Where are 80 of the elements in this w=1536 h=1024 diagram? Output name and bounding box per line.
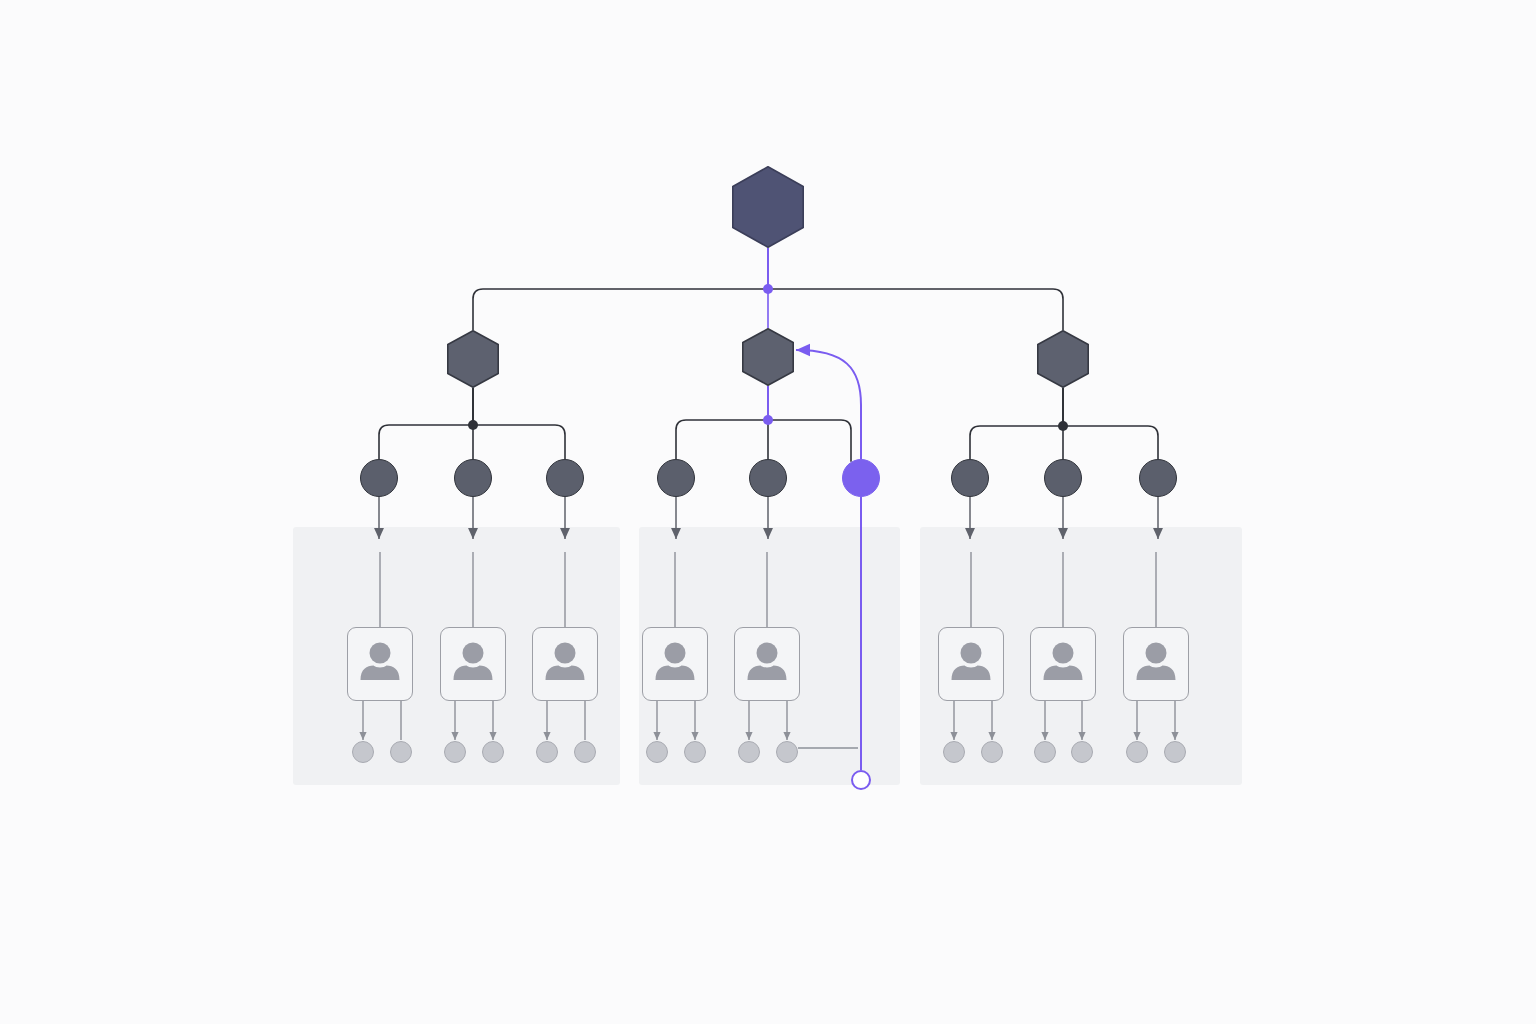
circle-node bbox=[951, 459, 989, 497]
person-card bbox=[347, 627, 413, 701]
arrow bbox=[1041, 700, 1049, 741]
person-card bbox=[642, 627, 708, 701]
arrow bbox=[763, 496, 773, 540]
arrow bbox=[451, 700, 459, 741]
arrow bbox=[560, 496, 570, 540]
small-circle-node bbox=[776, 741, 798, 763]
hexagon-node bbox=[732, 166, 804, 248]
small-circle-node bbox=[574, 741, 596, 763]
arrow bbox=[1078, 700, 1086, 741]
person-card bbox=[1123, 627, 1189, 701]
circle-node bbox=[546, 459, 584, 497]
connector-line bbox=[472, 551, 474, 628]
small-circle-node bbox=[1034, 741, 1056, 763]
hexagon-node bbox=[447, 330, 499, 388]
arrow bbox=[783, 700, 791, 741]
arrow bbox=[1058, 496, 1068, 540]
small-circle-node bbox=[352, 741, 374, 763]
small-circle-node bbox=[684, 741, 706, 763]
small-circle-node bbox=[536, 741, 558, 763]
connector-line bbox=[674, 551, 676, 628]
arrow bbox=[359, 700, 367, 741]
person-card bbox=[734, 627, 800, 701]
arrow bbox=[1171, 700, 1179, 741]
small-circle-node bbox=[738, 741, 760, 763]
connector-line bbox=[1062, 551, 1064, 628]
arrow bbox=[745, 700, 753, 741]
connector-line bbox=[1062, 387, 1159, 460]
connector-line bbox=[766, 551, 768, 628]
person-card bbox=[938, 627, 1004, 701]
arrow bbox=[1133, 700, 1141, 741]
circle-node bbox=[749, 459, 787, 497]
connector-line bbox=[584, 700, 586, 741]
small-circle-node bbox=[1071, 741, 1093, 763]
arrow bbox=[965, 496, 975, 540]
arrow bbox=[489, 700, 497, 741]
connector-line bbox=[767, 247, 1064, 331]
circle-node bbox=[454, 459, 492, 497]
small-circle-node bbox=[646, 741, 668, 763]
circle-node bbox=[1139, 459, 1177, 497]
hexagon-node bbox=[1037, 330, 1089, 388]
connector-line bbox=[564, 551, 566, 628]
circle-node bbox=[360, 459, 398, 497]
small-circle-node bbox=[981, 741, 1003, 763]
connector-line bbox=[1155, 551, 1157, 628]
circle-node bbox=[842, 459, 880, 497]
person-card bbox=[440, 627, 506, 701]
connector-line bbox=[970, 551, 972, 628]
small-circle-node bbox=[482, 741, 504, 763]
connector-line bbox=[797, 747, 859, 749]
small-circle-node bbox=[943, 741, 965, 763]
arrow bbox=[653, 700, 661, 741]
connector-line bbox=[860, 496, 862, 771]
ring-node bbox=[851, 770, 871, 790]
hexagon-node bbox=[742, 328, 794, 386]
arrow bbox=[1153, 496, 1163, 540]
connector-line bbox=[400, 700, 402, 741]
group-panel bbox=[639, 527, 900, 785]
arrow bbox=[543, 700, 551, 741]
connector-line bbox=[767, 385, 852, 463]
person-card bbox=[1030, 627, 1096, 701]
small-circle-node bbox=[390, 741, 412, 763]
group-panel bbox=[293, 527, 620, 785]
small-circle-node bbox=[1126, 741, 1148, 763]
group-panel bbox=[920, 527, 1242, 785]
arrow bbox=[988, 700, 996, 741]
connector-line bbox=[472, 387, 566, 460]
arrow bbox=[374, 496, 384, 540]
person-card bbox=[532, 627, 598, 701]
arrow bbox=[468, 496, 478, 540]
arrow bbox=[671, 496, 681, 540]
circle-node bbox=[1044, 459, 1082, 497]
arrow bbox=[691, 700, 699, 741]
circle-node bbox=[657, 459, 695, 497]
arrow bbox=[950, 700, 958, 741]
connector-line bbox=[379, 551, 381, 628]
small-circle-node bbox=[1164, 741, 1186, 763]
small-circle-node bbox=[444, 741, 466, 763]
arrow bbox=[795, 344, 862, 460]
